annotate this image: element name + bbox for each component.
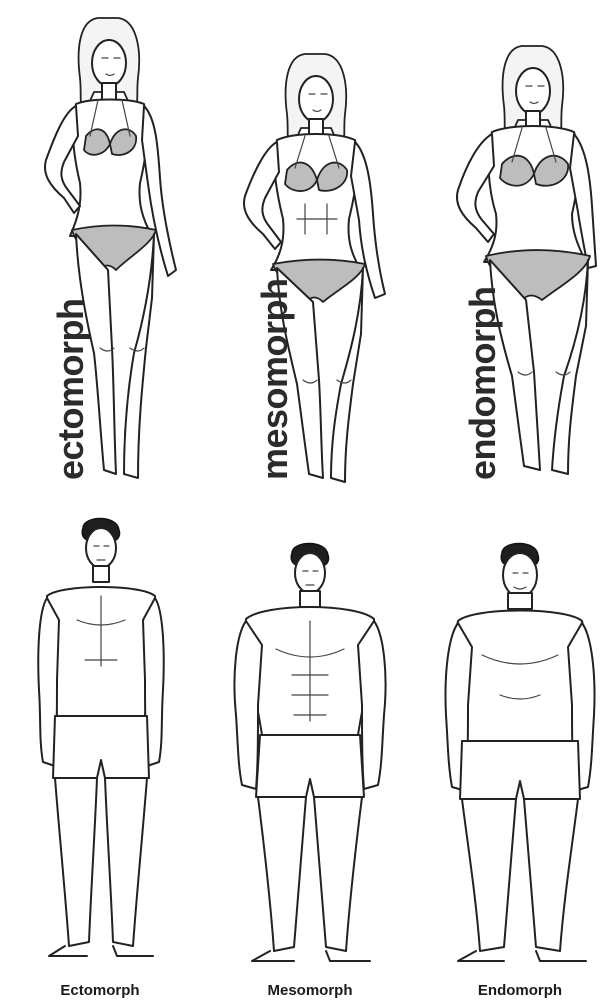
male-ectomorph-label: Ectomorph [15,982,185,999]
female-endomorph-figure [430,36,600,486]
male-endomorph-label: Endomorph [435,982,600,999]
male-ectomorph-figure [25,510,175,970]
male-endomorph-figure [440,535,600,975]
female-ectomorph-label: ectomorph [50,298,92,480]
female-mesomorph-figure [225,44,405,494]
female-mesomorph-label: mesomorph [254,278,296,480]
male-mesomorph-figure [230,535,390,975]
female-endomorph-label: endomorph [462,287,504,480]
female-ectomorph-figure [20,8,200,488]
male-mesomorph-label: Mesomorph [225,982,395,999]
